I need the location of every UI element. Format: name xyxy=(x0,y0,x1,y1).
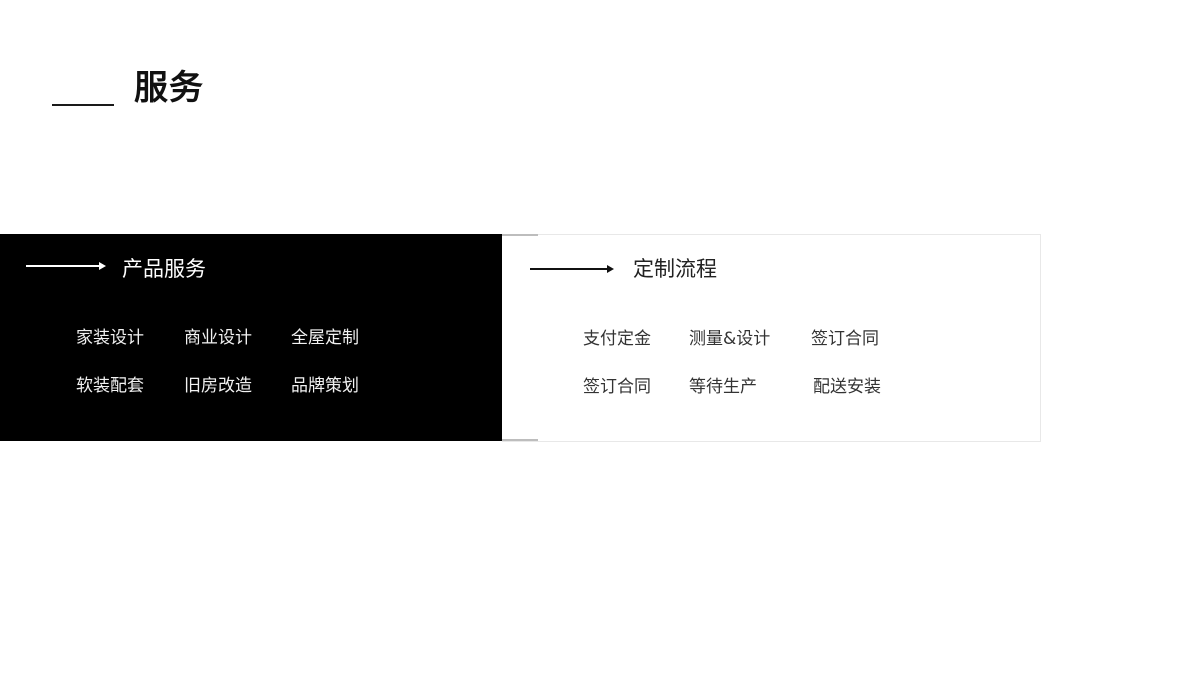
product-services-panel xyxy=(0,234,502,441)
custom-process-title: 定制流程 xyxy=(633,257,717,281)
product-service-item: 品牌策划 xyxy=(291,376,359,396)
product-service-item: 商业设计 xyxy=(184,328,252,348)
product-service-item: 全屋定制 xyxy=(291,328,359,348)
process-step: 签订合同 xyxy=(811,329,879,349)
product-service-item: 软装配套 xyxy=(76,376,144,396)
product-services-title: 产品服务 xyxy=(122,257,206,281)
arrow-right-icon xyxy=(26,262,106,270)
page-title: 服务 xyxy=(134,68,204,108)
process-step: 测量&设计 xyxy=(689,329,771,349)
process-step: 签订合同 xyxy=(583,377,651,397)
process-step: 等待生产 xyxy=(689,377,757,397)
arrow-right-icon xyxy=(530,265,614,273)
panel-divider-top xyxy=(502,234,538,236)
product-service-item: 旧房改造 xyxy=(184,376,252,396)
product-service-item: 家装设计 xyxy=(76,328,144,348)
panel-divider-bottom xyxy=(502,439,538,441)
title-dash-decoration xyxy=(52,104,114,106)
process-step: 支付定金 xyxy=(583,329,651,349)
process-step: 配送安装 xyxy=(813,377,881,397)
